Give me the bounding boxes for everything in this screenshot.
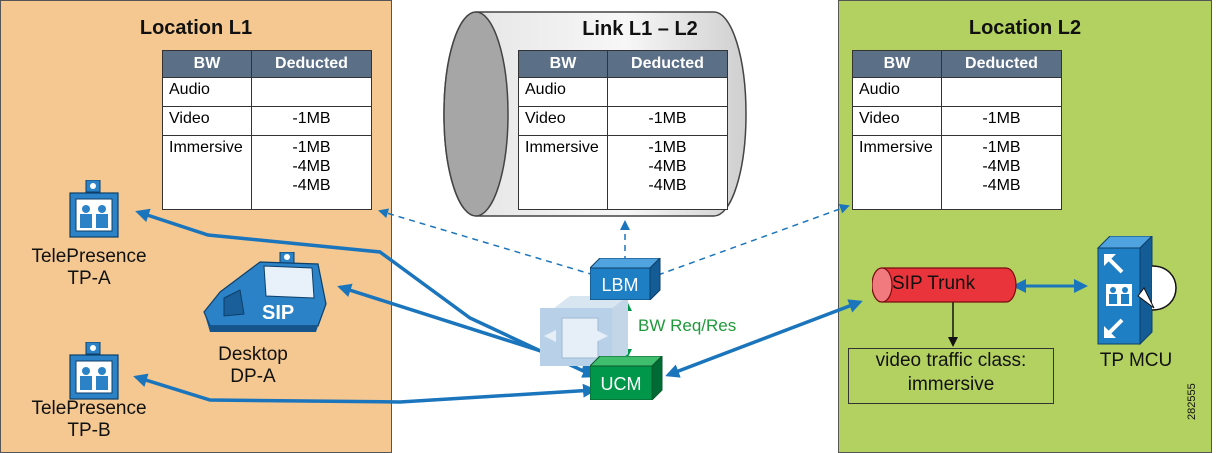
- row-immersive-label: Immersive: [852, 134, 942, 211]
- tp-b-label: TelePresence TP-B: [14, 398, 164, 442]
- figure-id: 282555: [1186, 383, 1198, 420]
- row-immersive-label: Immersive: [518, 134, 608, 211]
- row-video-value: -1MB: [251, 105, 372, 136]
- deducted-header: Deducted: [251, 50, 372, 78]
- deducted-header: Deducted: [941, 50, 1062, 78]
- row-immersive-value: -1MB -4MB -4MB: [607, 134, 728, 211]
- row-immersive-value: -1MB -4MB -4MB: [941, 134, 1062, 211]
- row-video-label: Video: [852, 105, 942, 136]
- video-class-line1: video traffic class:: [875, 350, 1027, 371]
- tp-mcu-icon: [1096, 236, 1177, 346]
- bw-header: BW: [518, 50, 608, 78]
- row-immersive-value: -1MB -4MB -4MB: [251, 134, 372, 211]
- ucm-label: UCM: [600, 374, 642, 394]
- lbm-box: [590, 258, 661, 300]
- arrow-ucm-to-tpb: [133, 373, 597, 404]
- row-video-value: -1MB: [607, 105, 728, 136]
- location-l2-title: Location L2: [968, 17, 1082, 39]
- row-audio-value: [251, 77, 372, 107]
- sip-trunk-cylinder: [872, 267, 1017, 303]
- telepresence-icon: [69, 342, 119, 400]
- bw-header: BW: [852, 50, 942, 78]
- link-title: Link L1 – L2: [582, 18, 698, 40]
- row-immersive-label: Immersive: [162, 134, 252, 211]
- telepresence-icon: [69, 180, 119, 238]
- row-video-label: Video: [518, 105, 608, 136]
- tp-a-line2: TP-A: [67, 268, 111, 289]
- arrow-ucm-to-sip-trunk: [665, 299, 863, 378]
- tp-b-line2: TP-B: [67, 420, 111, 441]
- row-video-label: Video: [162, 105, 252, 136]
- sip-badge: SIP: [262, 302, 295, 324]
- video-class-line2: immersive: [907, 374, 995, 395]
- dashed-arrow-lbm-to-l2: [657, 204, 850, 276]
- deducted-header: Deducted: [607, 50, 728, 78]
- bw-header: BW: [162, 50, 252, 78]
- tp-a-line1: TelePresence: [31, 246, 147, 267]
- row-video-value: -1MB: [941, 105, 1062, 136]
- tp-b-line1: TelePresence: [31, 398, 147, 419]
- sip-phone-icon: [203, 252, 327, 332]
- tp-mcu-label: TP MCU: [1099, 350, 1173, 371]
- desktop-line2: DP-A: [230, 366, 276, 387]
- tp-a-label: TelePresence TP-A: [14, 246, 164, 290]
- desktop-line1: Desktop: [218, 344, 288, 365]
- dashed-arrow-lbm-to-l1: [378, 208, 595, 276]
- location-l1-title: Location L1: [139, 17, 253, 39]
- row-audio-label: Audio: [518, 77, 608, 107]
- desktop-label: Desktop DP-A: [188, 344, 318, 388]
- ucm-box: [590, 356, 663, 400]
- video-class-box: video traffic class: immersive: [848, 348, 1054, 404]
- bw-req-res-label: BW Req/Res: [638, 316, 737, 335]
- sip-trunk-label: SIP Trunk: [892, 273, 976, 294]
- lbm-label: LBM: [601, 275, 639, 295]
